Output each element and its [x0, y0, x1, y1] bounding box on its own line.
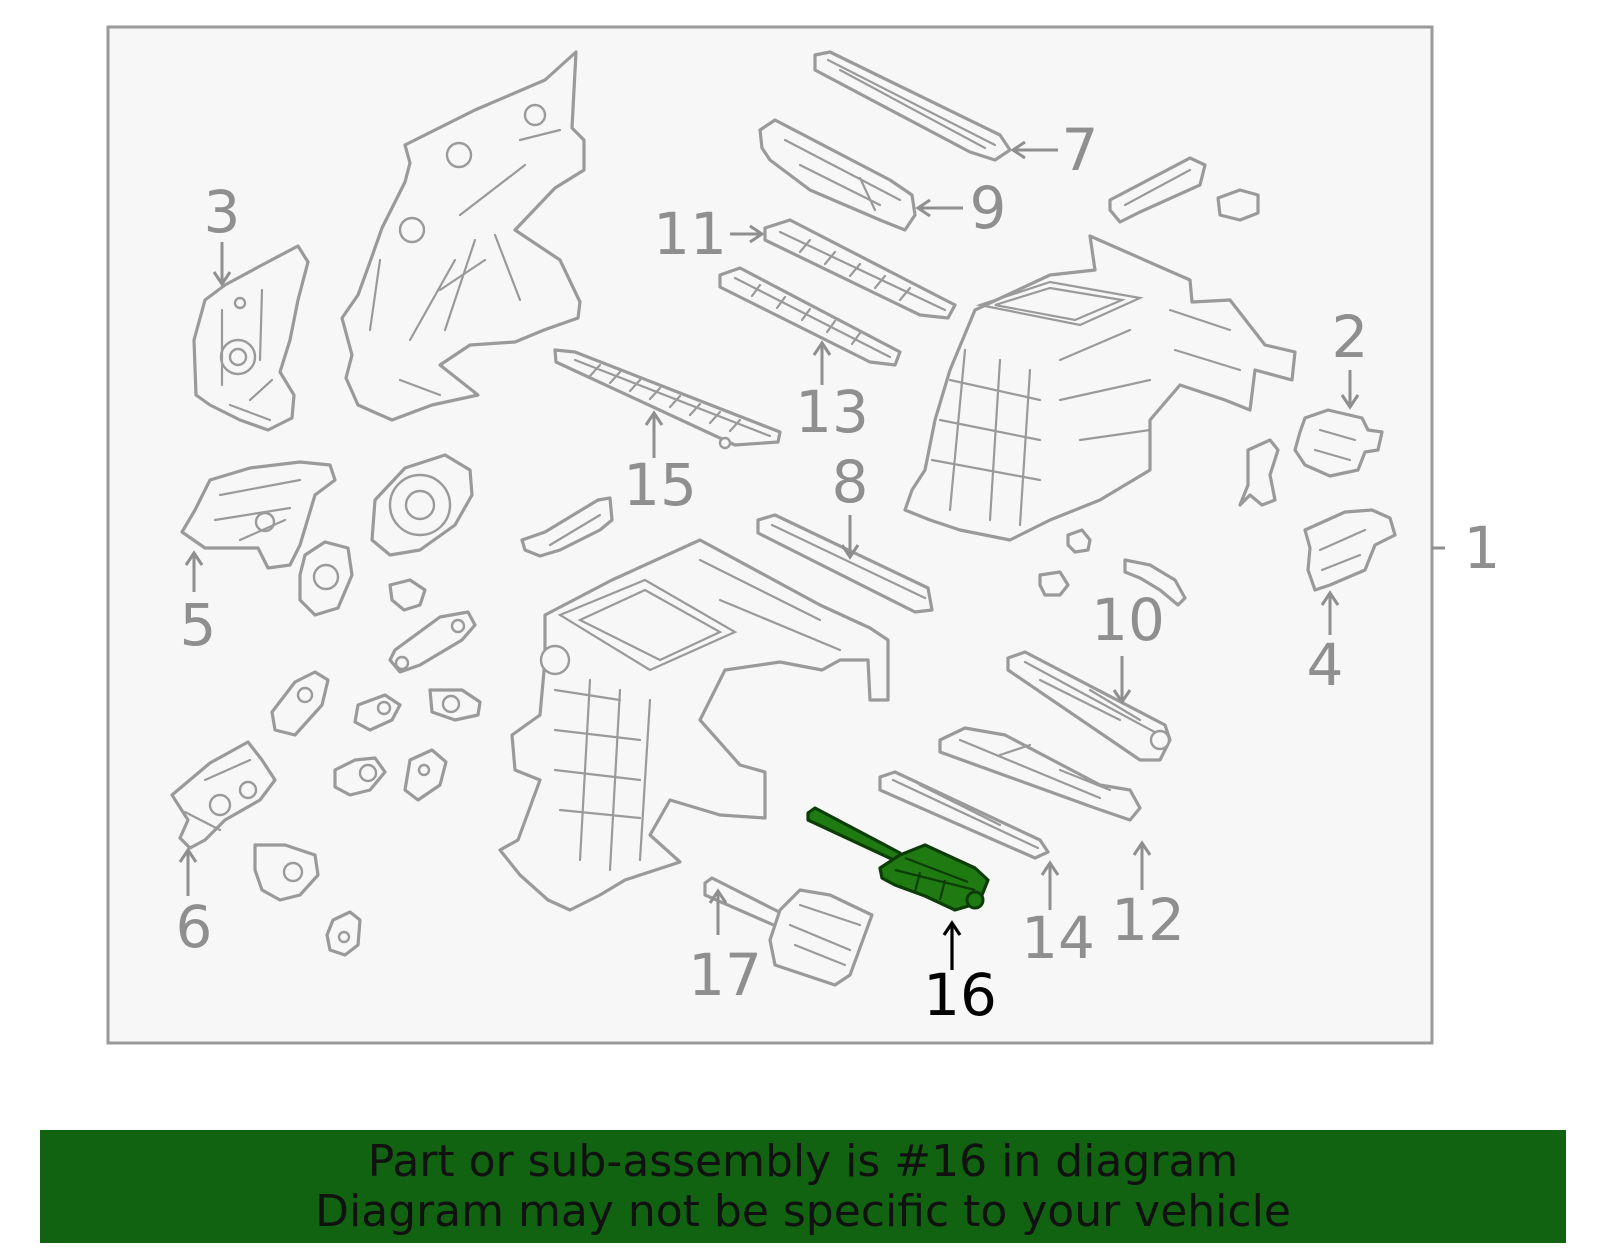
callout-14: 14: [1021, 904, 1095, 972]
callout-16-highlighted: 16: [923, 961, 997, 1029]
vent-piece-top[interactable]: [1108, 156, 1207, 224]
evaporator-case-right[interactable]: [903, 234, 1297, 542]
part-5[interactable]: [180, 460, 337, 570]
callout-10: 10: [1091, 586, 1165, 654]
callout-2: 2: [1332, 303, 1369, 371]
part-9[interactable]: [758, 118, 917, 232]
link-a[interactable]: [270, 670, 330, 737]
part-6[interactable]: [170, 740, 277, 850]
small-bracket-b[interactable]: [253, 843, 320, 902]
small-clip-a[interactable]: [388, 578, 427, 612]
callout-13: 13: [795, 378, 869, 446]
part-11[interactable]: [763, 218, 957, 320]
part-12[interactable]: [938, 726, 1142, 822]
small-clip-g[interactable]: [1038, 570, 1070, 597]
small-clip-f[interactable]: [1066, 528, 1092, 554]
banner-line-part: Part or sub-assembly is #16 in diagram: [367, 1135, 1239, 1187]
hose-piece[interactable]: [1123, 558, 1187, 607]
callout-7: 7: [1062, 116, 1099, 184]
part-2[interactable]: [1293, 408, 1384, 478]
callout-17: 17: [688, 941, 762, 1009]
part-8[interactable]: [756, 513, 934, 614]
callout-labels: 3 5 6 7 9 11 13 15 8 2 1 4 10 12 14 17 1…: [176, 116, 1501, 1029]
part-17[interactable]: [703, 876, 874, 987]
lever-arm[interactable]: [388, 610, 477, 674]
part-16-highlighted[interactable]: [806, 806, 990, 912]
callout-8: 8: [832, 448, 869, 516]
small-bracket-e[interactable]: [1238, 438, 1280, 507]
part-15[interactable]: [553, 348, 782, 450]
duct-assembly-left[interactable]: [340, 50, 586, 422]
callout-4: 4: [1307, 631, 1344, 699]
part-13[interactable]: [718, 266, 902, 367]
callout-3: 3: [204, 178, 241, 246]
heater-case-center[interactable]: [498, 538, 890, 912]
small-bracket-d[interactable]: [520, 496, 614, 558]
blower-motor[interactable]: [370, 453, 474, 557]
part-14[interactable]: [878, 770, 1050, 860]
part-4[interactable]: [1303, 508, 1397, 592]
callout-1: 1: [1464, 514, 1501, 582]
callout-15: 15: [623, 451, 697, 519]
link-d[interactable]: [333, 756, 387, 797]
part-3[interactable]: [192, 244, 310, 432]
callout-9: 9: [970, 174, 1007, 242]
callout-12: 12: [1111, 886, 1185, 954]
callout-leaders: [178, 140, 1445, 970]
link-b[interactable]: [353, 693, 402, 732]
callout-11: 11: [653, 200, 727, 268]
seal-ring[interactable]: [298, 540, 354, 617]
info-banner: Part or sub-assembly is #16 in diagram D…: [40, 1130, 1566, 1243]
banner-line-disclaimer: Diagram may not be specific to your vehi…: [315, 1185, 1291, 1237]
clip-top-right[interactable]: [1216, 188, 1260, 222]
part-10[interactable]: [1006, 650, 1172, 762]
small-clip-c[interactable]: [325, 910, 362, 957]
part-7[interactable]: [813, 50, 1012, 162]
link-e[interactable]: [403, 748, 448, 802]
link-c[interactable]: [428, 688, 482, 722]
callout-6: 6: [176, 893, 213, 961]
callout-5: 5: [180, 591, 217, 659]
